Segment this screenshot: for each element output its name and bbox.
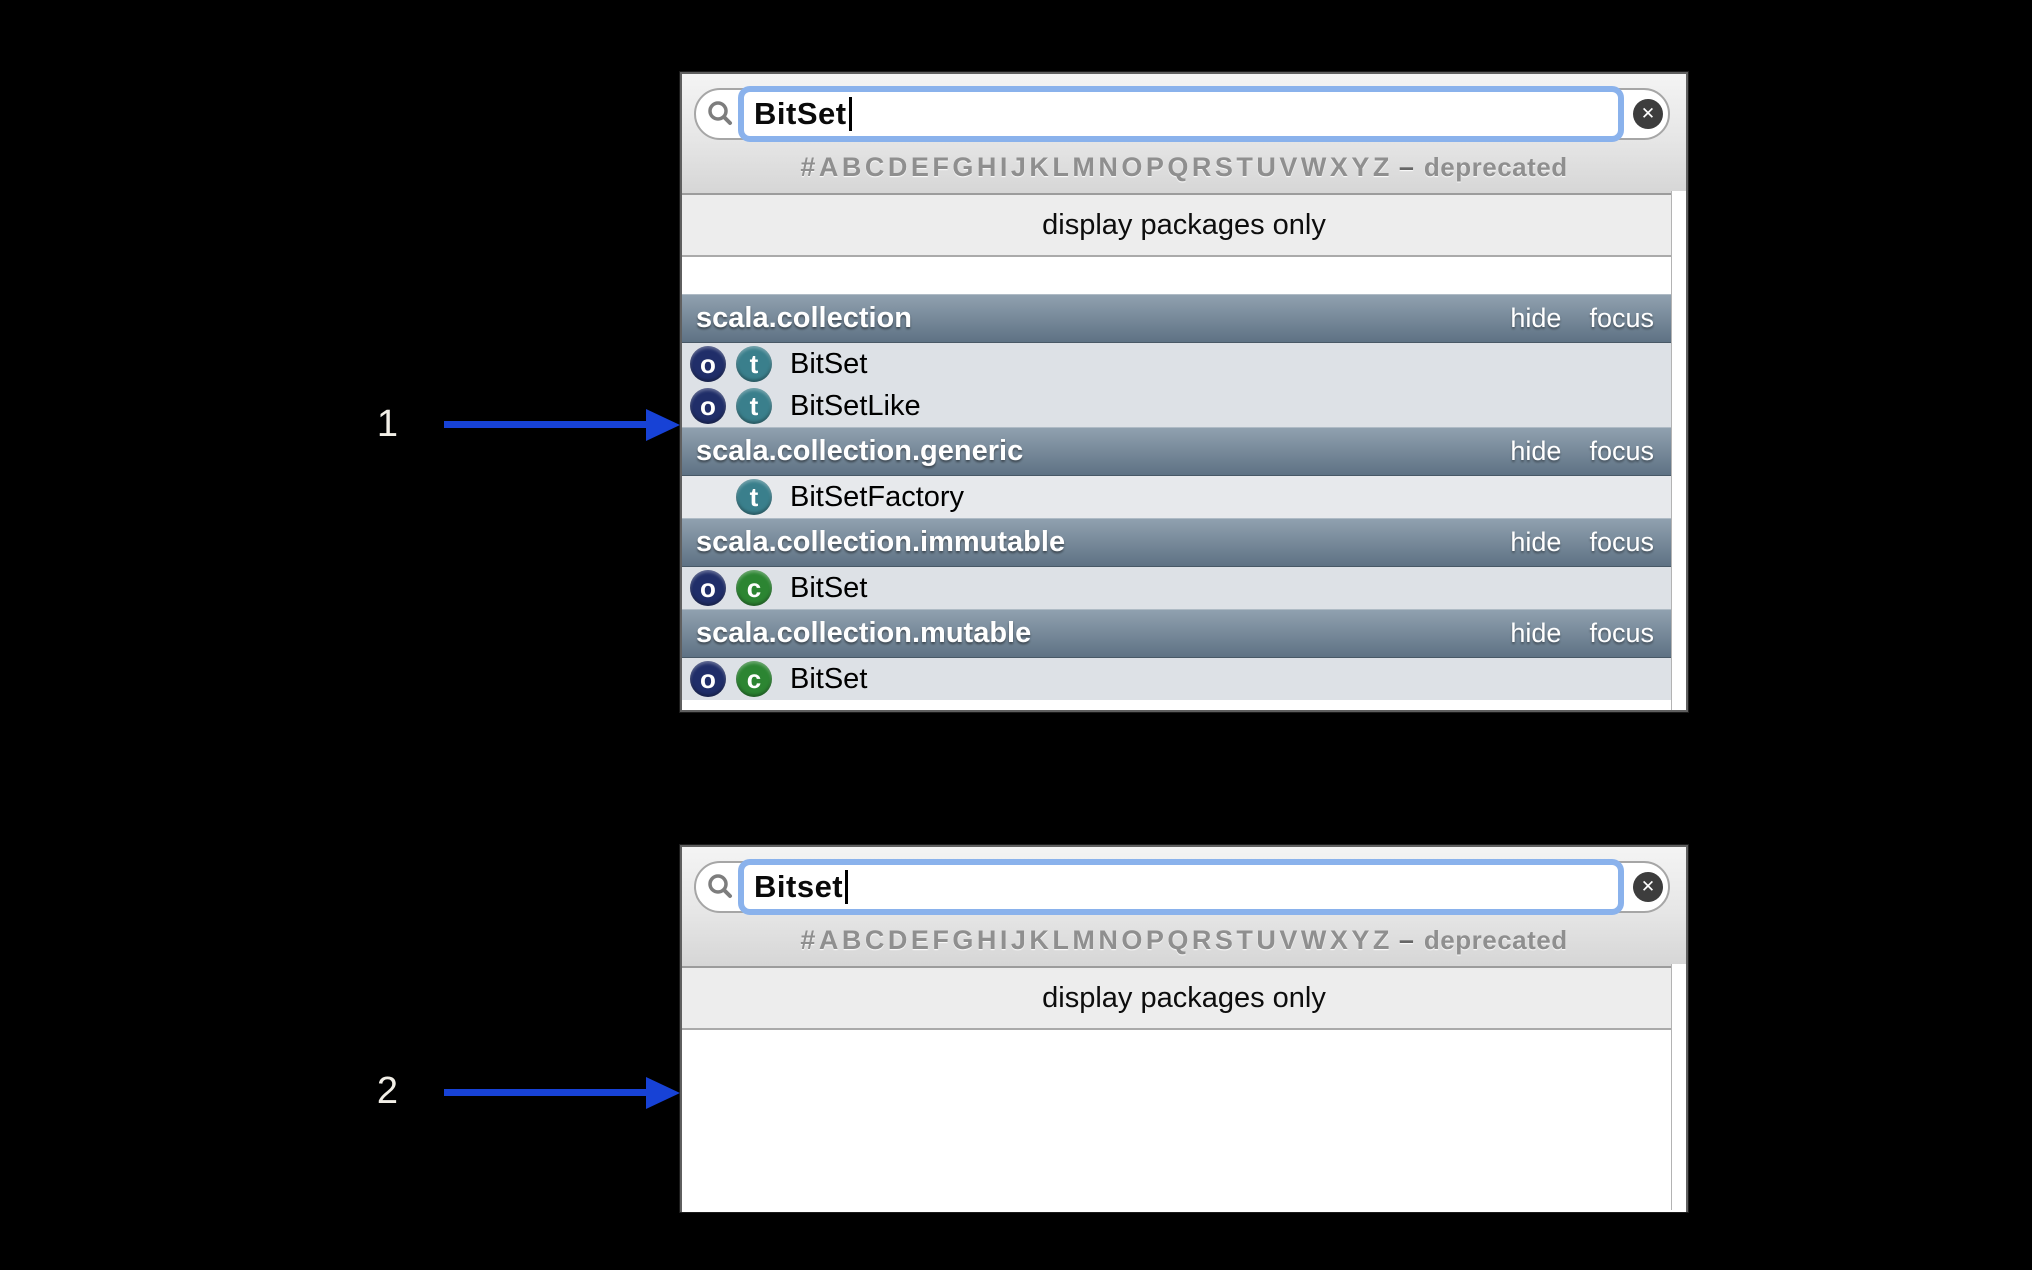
entry-link[interactable]: BitSet (790, 571, 868, 604)
package-header: scala.collection hide focus (682, 294, 1686, 343)
alphabet-dash: – (1398, 151, 1414, 182)
package-link[interactable]: scala.collection.immutable (696, 526, 1066, 558)
annotation-arrow-2 (444, 1089, 648, 1096)
hide-link[interactable]: hide (1510, 303, 1562, 333)
list-item[interactable]: o t BitSet (682, 343, 1686, 385)
list-item[interactable]: o c BitSet (682, 658, 1686, 700)
text-caret (848, 97, 852, 131)
package-header: scala.collection.mutable hide focus (682, 609, 1686, 658)
alphabet-index: #ABCDEFGHIJKLMNOPQRSTUVWXYZ – deprecated (682, 147, 1686, 187)
display-packages-only-toggle[interactable]: display packages only (682, 195, 1686, 257)
hide-link[interactable]: hide (1510, 618, 1562, 648)
trait-icon: t (736, 346, 772, 382)
search-icon (705, 99, 735, 129)
search-input[interactable]: BitSet (738, 86, 1624, 142)
alphabet-index: #ABCDEFGHIJKLMNOPQRSTUVWXYZ – deprecated (682, 920, 1686, 960)
list-item[interactable]: o c BitSet (682, 567, 1686, 609)
search-box: Bitset ✕ (694, 859, 1670, 915)
hide-link[interactable]: hide (1510, 527, 1562, 557)
trait-icon: t (736, 479, 772, 515)
focus-link[interactable]: focus (1589, 527, 1654, 557)
package-link[interactable]: scala.collection (696, 302, 912, 334)
focus-link[interactable]: focus (1589, 303, 1654, 333)
scaladoc-index-panel-top: BitSet ✕ #ABCDEFGHIJKLMNOPQRSTUVWXYZ – d… (680, 72, 1688, 712)
clear-search-icon[interactable]: ✕ (1633, 99, 1663, 129)
class-icon: c (736, 570, 772, 606)
search-box: BitSet ✕ (694, 86, 1670, 142)
clear-glyph: ✕ (1640, 104, 1656, 124)
object-icon: o (690, 570, 726, 606)
annotation-arrowhead-1 (646, 409, 680, 441)
object-icon: o (690, 346, 726, 382)
scrollbar-track[interactable] (1671, 191, 1686, 710)
search-input-value: BitSet (754, 96, 847, 131)
alphabet-links[interactable]: #ABCDEFGHIJKLMNOPQRSTUVWXYZ (800, 151, 1393, 182)
focus-link[interactable]: focus (1589, 618, 1654, 648)
display-packages-only-toggle[interactable]: display packages only (682, 968, 1686, 1030)
annotation-arrow-1 (444, 421, 648, 428)
object-icon: o (690, 388, 726, 424)
list-top-gap (682, 257, 1686, 294)
empty-results-area (682, 1030, 1686, 1212)
class-icon: c (736, 661, 772, 697)
alphabet-dash: – (1398, 924, 1414, 955)
search-input[interactable]: Bitset (738, 859, 1624, 915)
package-header: scala.collection.generic hide focus (682, 427, 1686, 476)
search-header: BitSet ✕ #ABCDEFGHIJKLMNOPQRSTUVWXYZ – d… (682, 74, 1686, 195)
search-input-value: Bitset (754, 869, 844, 904)
annotation-arrowhead-2 (646, 1077, 680, 1109)
alphabet-links[interactable]: #ABCDEFGHIJKLMNOPQRSTUVWXYZ (800, 924, 1393, 955)
package-link[interactable]: scala.collection.mutable (696, 617, 1032, 649)
list-item[interactable]: o t BitSetLike (682, 385, 1686, 427)
focus-link[interactable]: focus (1589, 436, 1654, 466)
object-icon: o (690, 661, 726, 697)
package-header: scala.collection.immutable hide focus (682, 518, 1686, 567)
clear-search-icon[interactable]: ✕ (1633, 872, 1663, 902)
package-link[interactable]: scala.collection.generic (696, 435, 1024, 467)
text-caret (845, 870, 849, 904)
scrollbar-track[interactable] (1671, 964, 1686, 1210)
entry-link[interactable]: BitSet (790, 662, 868, 695)
clear-glyph: ✕ (1640, 877, 1656, 897)
results-list: scala.collection hide focus o t BitSet o… (682, 257, 1686, 700)
annotation-label-1: 1 (376, 403, 398, 445)
search-icon (705, 872, 735, 902)
scaladoc-index-panel-bottom: Bitset ✕ #ABCDEFGHIJKLMNOPQRSTUVWXYZ – d… (680, 845, 1688, 1212)
trait-icon: t (736, 388, 772, 424)
entry-link[interactable]: BitSetFactory (790, 480, 965, 513)
annotation-label-2: 2 (376, 1070, 398, 1112)
hide-link[interactable]: hide (1510, 436, 1562, 466)
deprecated-link[interactable]: deprecated (1423, 924, 1568, 955)
entry-link[interactable]: BitSet (790, 347, 868, 380)
entry-link[interactable]: BitSetLike (790, 389, 921, 422)
search-header: Bitset ✕ #ABCDEFGHIJKLMNOPQRSTUVWXYZ – d… (682, 847, 1686, 968)
list-item[interactable]: t BitSetFactory (682, 476, 1686, 518)
deprecated-link[interactable]: deprecated (1423, 151, 1568, 182)
